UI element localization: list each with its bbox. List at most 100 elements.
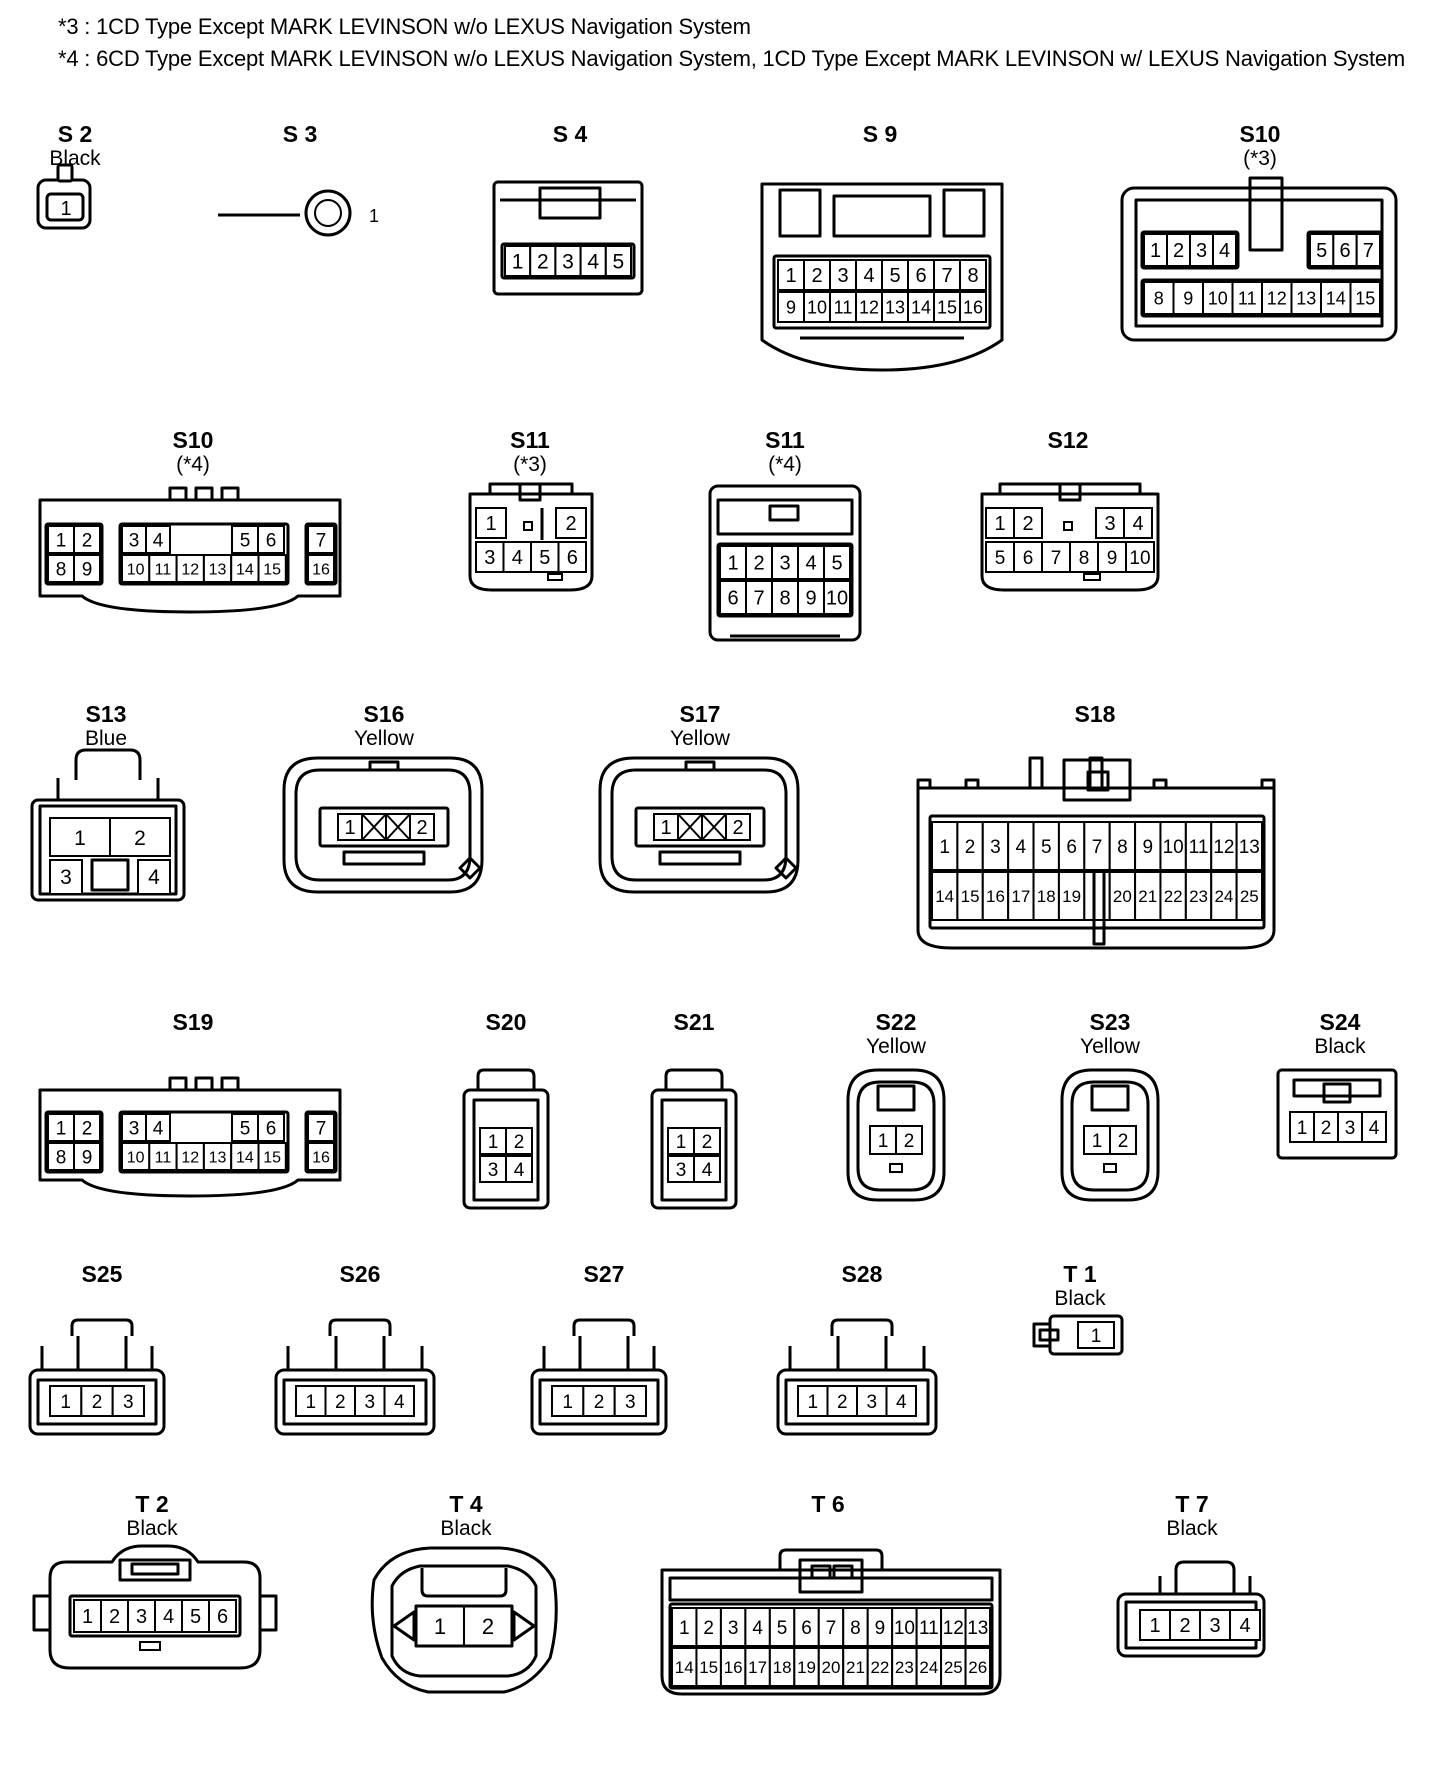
pin-7: 7 (1092, 837, 1103, 858)
pin-15: 15 (699, 1658, 718, 1677)
connector-id: S21 (674, 1009, 715, 1035)
pin-11: 11 (834, 297, 853, 317)
pin-14: 14 (1326, 288, 1346, 308)
pin-1: 1 (1092, 1131, 1103, 1152)
pin-7: 7 (1363, 240, 1374, 262)
pin-16: 16 (312, 561, 330, 578)
pin-19: 19 (1062, 887, 1081, 906)
pin-3: 3 (779, 553, 790, 575)
connector-label: S18 (1075, 701, 1116, 727)
connector-subtitle: Yellow (1080, 1035, 1141, 1058)
pin-3: 3 (488, 1160, 499, 1181)
pin-7: 7 (1051, 548, 1062, 569)
pin-23: 23 (1189, 887, 1208, 906)
pin-20: 20 (822, 1658, 841, 1677)
pin-2: 2 (965, 837, 976, 858)
pin-7: 7 (316, 1118, 327, 1139)
pin-4: 4 (587, 251, 599, 274)
pin-1: 1 (60, 198, 71, 220)
pin-20: 20 (1113, 887, 1132, 906)
pin-2: 2 (811, 265, 822, 287)
pin-10: 10 (127, 1149, 145, 1166)
pin-25: 25 (944, 1658, 963, 1677)
connector-id: S12 (1048, 427, 1089, 453)
pin-21: 21 (846, 1658, 865, 1677)
connector-subtitle: (*3) (513, 453, 547, 476)
connector-id: S26 (340, 1261, 381, 1287)
pin-2: 2 (565, 513, 576, 535)
pin-2: 2 (537, 251, 549, 274)
connector-subtitle: Yellow (866, 1035, 927, 1058)
pin-6: 6 (801, 1618, 812, 1639)
connector-id: T 4 (449, 1491, 482, 1517)
pin-2: 2 (702, 1132, 713, 1153)
pin-4: 4 (1016, 837, 1027, 858)
pin-3: 3 (676, 1160, 687, 1181)
pin-21: 21 (1138, 887, 1157, 906)
pin-24: 24 (1214, 887, 1233, 906)
pin-2: 2 (1022, 513, 1033, 535)
pin-2: 2 (482, 1614, 494, 1639)
pin-4: 4 (863, 265, 874, 287)
pin-1: 1 (305, 1392, 316, 1413)
connector-id: T 2 (135, 1491, 168, 1517)
pin-18: 18 (1037, 887, 1056, 906)
pin-13: 13 (885, 297, 905, 317)
pin-2: 2 (904, 1131, 915, 1152)
pin-1: 1 (488, 1132, 499, 1153)
pin-18: 18 (773, 1658, 792, 1677)
pin-15: 15 (937, 297, 957, 317)
pin-11: 11 (155, 1149, 172, 1166)
connector-s2: 1 (36, 163, 92, 230)
pin-1: 1 (1150, 240, 1161, 262)
pin-8: 8 (1117, 837, 1128, 858)
pin-2: 2 (416, 817, 427, 839)
pin-10: 10 (807, 297, 827, 317)
pin-10: 10 (1129, 548, 1150, 569)
connector-id: S19 (173, 1009, 214, 1035)
connector-id: S10 (1240, 121, 1281, 147)
pin-1: 1 (512, 251, 524, 274)
pin-1: 1 (727, 553, 738, 575)
connector-label: S11(*4) (765, 427, 805, 476)
connector-subtitle: (*4) (768, 453, 802, 476)
connector-label: S21 (674, 1009, 715, 1035)
pin-10: 10 (1208, 288, 1228, 308)
pin-1: 1 (60, 1392, 71, 1413)
connector-subtitle: Black (126, 1517, 178, 1540)
pin-4: 4 (1369, 1118, 1380, 1139)
pin-2: 2 (753, 553, 764, 575)
pin-2: 2 (703, 1618, 714, 1639)
pin-3: 3 (364, 1392, 375, 1413)
pin-22: 22 (870, 1658, 889, 1677)
pin-15: 15 (263, 1149, 281, 1166)
pin-17: 17 (748, 1658, 767, 1677)
pin-4: 4 (752, 1618, 763, 1639)
pin-6: 6 (727, 588, 738, 610)
pin-5: 5 (1316, 240, 1327, 262)
pin-6: 6 (915, 265, 926, 287)
pin-7: 7 (941, 265, 952, 287)
pin-1: 1 (485, 513, 496, 535)
pin-9: 9 (1107, 548, 1118, 569)
pin-10: 10 (1163, 837, 1184, 858)
pin-5: 5 (889, 265, 900, 287)
pin-5: 5 (240, 530, 251, 551)
pin-2: 2 (82, 530, 93, 551)
pin-17: 17 (1011, 887, 1030, 906)
footnote-3: *3 : 1CD Type Except MARK LEVINSON w/o L… (58, 14, 751, 39)
